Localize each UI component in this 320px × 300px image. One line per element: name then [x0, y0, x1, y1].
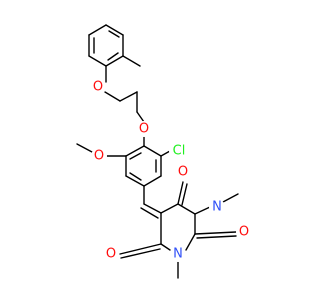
- atom-label-o-methoxy: O: [94, 149, 104, 164]
- barb-ring-bond-5: [185, 233, 196, 251]
- atom-label-o-carbonyl-right: O: [239, 225, 249, 240]
- tolyl-ring-double-2: [107, 52, 119, 61]
- atom-o-methoxy: O: [91, 148, 107, 164]
- methoxy-methyl-bond: [76, 143, 93, 153]
- tolyl-ring-bond-1: [88, 24, 107, 36]
- carbonyl-right-a: [194, 231, 237, 235]
- barb-ring-bond-3: [194, 206, 211, 215]
- carbonyl-bottom-b: [120, 248, 161, 259]
- center-ring-bond-6: [143, 145, 162, 157]
- atom-o-carbonyl-bottom: O: [103, 246, 119, 262]
- atom-label-chlorine: Cl: [173, 144, 186, 159]
- barb-ring-bond-2: [177, 203, 196, 215]
- exocyclic-double-b: [140, 207, 159, 219]
- atom-n-top: N: [209, 199, 225, 215]
- center-ring-double-1: [129, 152, 142, 160]
- tolyl-methyl-bond: [122, 55, 141, 67]
- atom-label-n-bottom: N: [173, 247, 183, 262]
- center-ring-double-2: [129, 172, 142, 181]
- barb-ring-bond-1: [160, 203, 179, 214]
- center-ring-bond-3: [125, 175, 145, 187]
- carbonyl-bottom-a: [119, 243, 162, 255]
- tolyl-ring-bond-5: [88, 55, 107, 67]
- tolyl-ring-double-1: [108, 30, 120, 38]
- molecule-structure: O O O Cl O N O N: [76, 24, 252, 279]
- ether-o-bond: [136, 111, 145, 123]
- atom-label-n-top: N: [212, 200, 222, 215]
- atom-label-o-carbonyl-top: O: [178, 165, 188, 180]
- tolyl-ring-bond-2: [105, 24, 124, 36]
- ether-ch2-bond-1: [104, 91, 121, 102]
- atom-label-o-phenoxy: O: [139, 122, 149, 137]
- atom-chlorine: Cl: [169, 141, 189, 161]
- center-ring-bond-4: [143, 175, 162, 187]
- atom-o-carbonyl-top: O: [175, 164, 191, 180]
- carbonyl-right-b: [196, 235, 237, 239]
- atom-label-o-carbonyl-bottom: O: [106, 247, 116, 262]
- chloro-bond: [160, 150, 171, 157]
- atom-labels: O O O Cl O N O N: [90, 79, 252, 262]
- bonds: [76, 24, 239, 279]
- atom-o-carbonyl-right: O: [236, 224, 252, 240]
- atom-n-bottom: N: [170, 246, 186, 262]
- atom-o-phenoxy: O: [136, 121, 152, 137]
- center-ring-bond-1: [125, 145, 145, 157]
- atom-o-ether-top: O: [90, 79, 106, 95]
- ether-ch2-bond-2: [119, 91, 138, 102]
- carbonyl-top-a: [177, 181, 184, 205]
- n-methyl-top-bond: [222, 193, 239, 203]
- atom-label-o-ether-top: O: [93, 80, 103, 95]
- exocyclic-double-a: [143, 203, 162, 214]
- barb-ring-bond-6: [160, 243, 171, 251]
- tolyl-ring-bond-4: [105, 55, 124, 67]
- carbonyl-top-b: [181, 183, 188, 206]
